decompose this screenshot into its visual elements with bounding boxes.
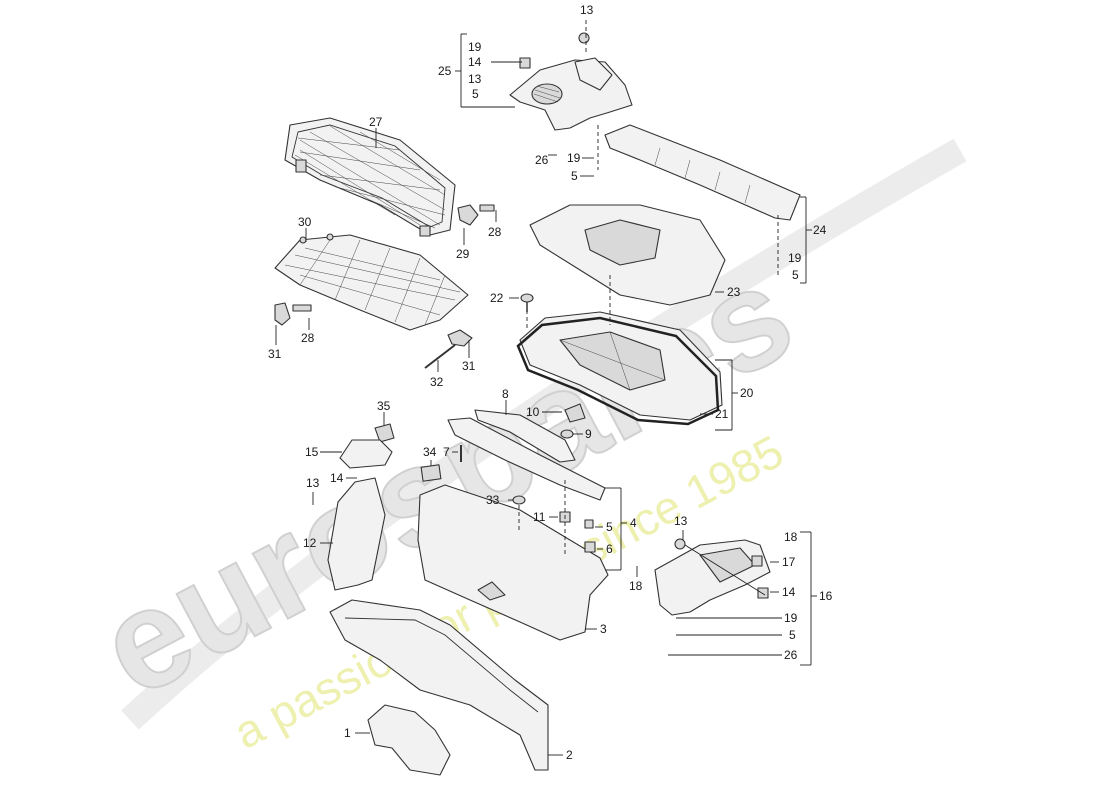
- callout-labels: 13 19 14 25 13 5 27 26 19 5 24 19 5 30 2…: [268, 3, 833, 762]
- callout-c30: 30: [298, 215, 312, 229]
- part-handle-15: [339, 439, 393, 469]
- part-pad-34: [420, 464, 442, 482]
- callout-c9: 9: [585, 427, 592, 441]
- callout-c5b: 5: [571, 169, 578, 183]
- part-side-panel-3: [417, 484, 609, 641]
- callout-c14c: 14: [782, 585, 796, 599]
- callout-c13c: 13: [306, 476, 320, 490]
- part-clip-31a: [274, 302, 312, 326]
- callout-c13b: 13: [468, 72, 482, 86]
- callout-c18b: 18: [629, 579, 643, 593]
- callout-c15: 15: [305, 445, 319, 459]
- part-pin-32: [424, 344, 456, 369]
- callout-c13a: 13: [580, 3, 594, 17]
- part-cap-35: [374, 423, 395, 443]
- callout-c24: 24: [813, 223, 827, 237]
- callout-c26a: 26: [535, 153, 549, 167]
- callout-c34: 34: [423, 445, 437, 459]
- callout-c13d: 13: [674, 514, 688, 528]
- callout-c33: 33: [486, 493, 500, 507]
- part-floor-net: [274, 233, 469, 331]
- part-plug-22: [520, 293, 534, 312]
- callout-c12: 12: [303, 536, 317, 550]
- part-rear-panel-4: [447, 417, 606, 501]
- part-clip-5-mid: [584, 519, 594, 529]
- leader-lines: [275, 20, 817, 756]
- part-speaker-cover: [509, 32, 633, 131]
- part-floor-trim-2: [329, 599, 549, 771]
- callout-c25: 25: [438, 64, 452, 78]
- callout-c19d: 19: [784, 611, 798, 625]
- callout-c21: 21: [715, 407, 729, 421]
- callout-c28a: 28: [488, 225, 502, 239]
- callout-c11: 11: [533, 510, 546, 524]
- callout-c1: 1: [344, 726, 351, 740]
- callout-c19c: 19: [788, 251, 802, 265]
- part-bracket-29: [457, 204, 495, 226]
- callout-c17: 17: [782, 555, 796, 569]
- callout-c28b: 28: [301, 331, 315, 345]
- part-clip-6: [584, 541, 596, 553]
- watermark-swoosh: [121, 138, 967, 730]
- callout-c14b: 14: [330, 471, 344, 485]
- part-bracket-1: [367, 704, 451, 776]
- callout-c2: 2: [566, 748, 573, 762]
- callout-c4: 4: [630, 516, 637, 530]
- callout-c16: 16: [819, 589, 833, 603]
- part-trim-strip: [604, 124, 801, 221]
- part-clip-31b: [447, 329, 473, 347]
- callout-c10: 10: [526, 405, 540, 419]
- part-crossmember-8: [474, 409, 576, 463]
- callout-c19a: 19: [468, 40, 482, 54]
- callout-c29: 29: [456, 247, 470, 261]
- callout-c5d: 5: [606, 520, 613, 534]
- callout-c19b: 19: [567, 151, 581, 165]
- part-net-frame: [284, 117, 456, 237]
- part-storage-box: [654, 538, 771, 616]
- callout-c5e: 5: [789, 628, 796, 642]
- callout-c8: 8: [502, 387, 509, 401]
- callout-c14a: 14: [468, 55, 482, 69]
- part-pillar-trim-12: [327, 477, 386, 591]
- callout-c26b: 26: [784, 648, 798, 662]
- callout-c20: 20: [740, 386, 754, 400]
- callout-c35: 35: [377, 399, 391, 413]
- part-trunk-tub: [516, 311, 723, 426]
- callout-c6: 6: [606, 542, 613, 556]
- callout-c32: 32: [430, 375, 444, 389]
- callout-c5c: 5: [792, 268, 799, 282]
- part-plug-33: [512, 495, 526, 505]
- callout-c22: 22: [490, 291, 504, 305]
- callout-c7: 7: [443, 445, 450, 459]
- callout-c3: 3: [600, 622, 607, 636]
- part-carpet-cover: [529, 204, 726, 306]
- callout-c31b: 31: [462, 359, 476, 373]
- callout-c23: 23: [727, 285, 741, 299]
- callout-c5a: 5: [472, 87, 479, 101]
- part-plug-9: [560, 429, 574, 439]
- callout-c27: 27: [369, 115, 383, 129]
- callout-c31a: 31: [268, 347, 282, 361]
- callout-c18a: 18: [784, 530, 798, 544]
- part-clip-10: [564, 403, 586, 423]
